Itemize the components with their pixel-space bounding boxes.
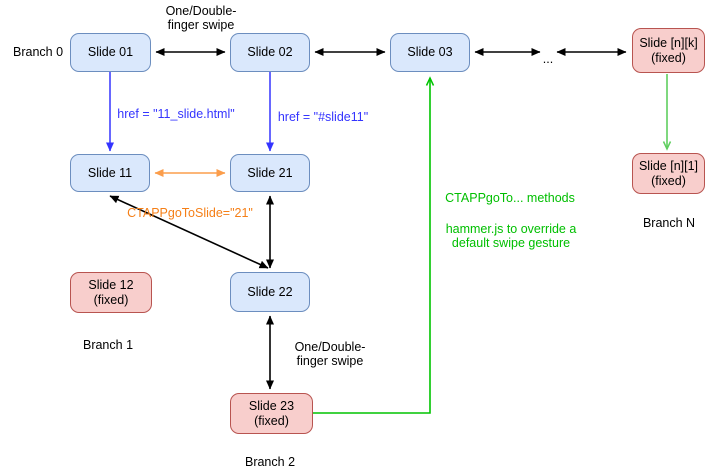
node-label: Slide 03 [407, 45, 453, 59]
hammer-label-line1: hammer.js to override a [445, 222, 577, 236]
hammer-label-line2: default swipe gesture [451, 236, 571, 250]
node-label: Slide 12 [88, 277, 134, 292]
branch1-label: Branch 1 [82, 338, 134, 352]
node-label: Slide 22 [247, 284, 293, 299]
node-slide-21: Slide 21 [230, 154, 310, 192]
node-slide-nk: Slide [n][k] (fixed) [632, 28, 705, 73]
node-sublabel: (fixed) [651, 50, 686, 65]
hammer-label: hammer.js to override a default swipe ge… [446, 222, 577, 250]
branch0-label: Branch 0 [13, 45, 64, 59]
ellipsis-label: ... [542, 52, 554, 66]
node-slide-22: Slide 22 [230, 272, 310, 312]
node-label: Slide [n][k] [639, 35, 698, 50]
swipe-label-top-line2: finger swipe [167, 18, 235, 32]
href-anchor-label: href = "#slide11" [277, 110, 369, 124]
swipe-label-top: One/Double- finger swipe [166, 4, 237, 32]
branchN-label: Branch N [642, 216, 696, 230]
arrow-slide23-slide03 [313, 76, 435, 414]
node-label: Slide 01 [87, 45, 134, 59]
swipe-label-bottom-line2: finger swipe [296, 354, 364, 368]
branch2-label: Branch 2 [244, 455, 296, 469]
node-label: Slide [n][1] [638, 158, 699, 173]
swipe-label-top-line1: One/Double- [165, 4, 237, 18]
node-label: Slide 23 [248, 398, 295, 413]
swipe-label-bottom-line1: One/Double- [294, 340, 366, 354]
goto-slide-label: CTAPPgoToSlide="21" [127, 206, 253, 220]
node-slide-02: Slide 02 [230, 33, 310, 72]
node-slide-11: Slide 11 [70, 154, 150, 192]
node-label: Slide 11 [87, 165, 133, 180]
arrow-slide11-slide12 [109, 195, 269, 269]
node-sublabel: (fixed) [93, 292, 129, 307]
node-sublabel: (fixed) [651, 173, 686, 188]
href-file-label: href = "11_slide.html" [117, 107, 235, 121]
node-label: Slide 21 [247, 165, 293, 180]
node-slide-12: Slide 12 (fixed) [70, 272, 152, 313]
node-label: Slide 02 [247, 45, 293, 59]
node-slide-n1: Slide [n][1] (fixed) [632, 153, 705, 194]
swipe-label-bottom: One/Double- finger swipe [295, 340, 366, 368]
goto-methods-label: CTAPPgoTo... methods [445, 191, 575, 205]
node-slide-01: Slide 01 [70, 33, 151, 72]
node-sublabel: (fixed) [254, 413, 289, 428]
node-slide-03: Slide 03 [390, 33, 470, 72]
node-slide-23: Slide 23 (fixed) [230, 393, 313, 434]
